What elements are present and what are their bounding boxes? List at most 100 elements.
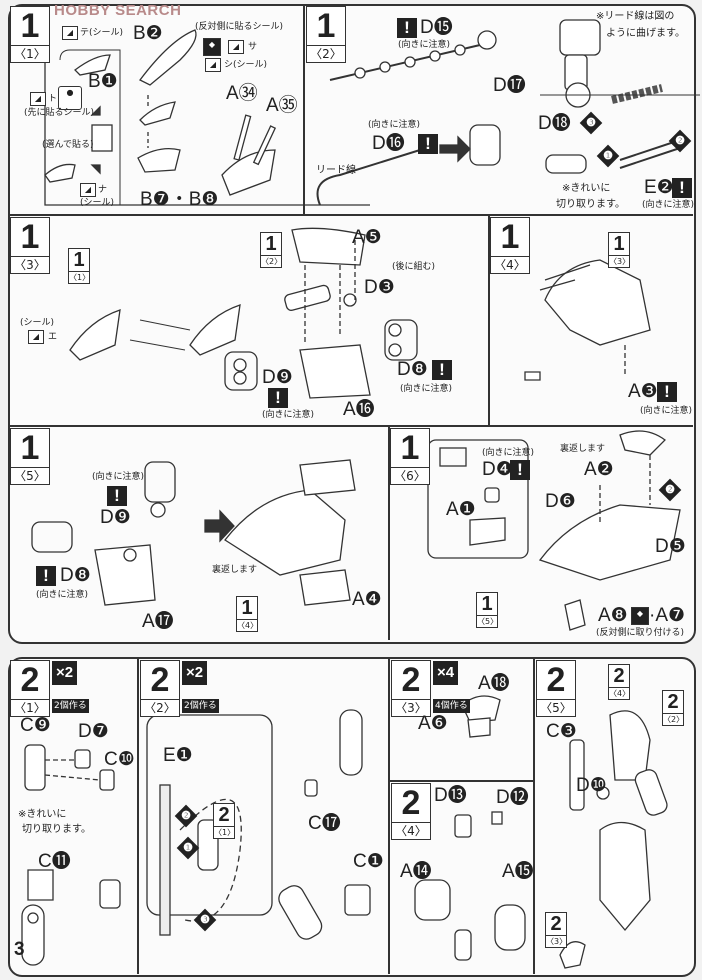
ref-1-3: 1〈3〉 [608,232,630,268]
step-header-2-3: 2〈3〉 [391,660,431,717]
part-d5-label: D❺ [655,536,686,557]
ref-1-1: 1〈1〉 [68,248,90,284]
step-header-1-5: 1〈5〉 [10,428,50,485]
step-sub: 〈5〉 [536,699,576,717]
step-number: 1 [10,6,50,45]
step-number: 1 [306,6,346,45]
step-3-marker: ❸ [579,111,603,135]
make-count-note: 4個作る [433,699,470,713]
caution-icon: ! [657,382,677,402]
sticker-icon: ◢ [30,92,46,106]
part-a18-label: A⓲ [478,673,510,694]
caution-note: (向きに注意) [642,200,695,210]
part-d6-label: D❻ [545,491,576,512]
part-d15-label: D⓯ [420,17,453,38]
step-sub: 〈3〉 [391,699,431,717]
part-a8-label: A❽ [598,605,628,626]
step-sub: 〈1〉 [10,45,50,63]
step-number: 1 [490,217,530,256]
part-a15-label: A⓯ [502,861,534,882]
quantity-badge: ×2 [182,661,208,685]
sticker-icon: ◢ [80,183,96,197]
cut-note: ※きれいに [18,809,67,820]
divider [303,5,305,214]
ref-num: 1 [476,592,498,615]
part-a4-label: A❹ [352,589,382,610]
cut-note-2: 切り取ります。 [556,199,625,210]
section-1-frame [8,4,696,644]
step-num: ❸ [200,914,210,926]
part-c10-label: C❿ [104,749,135,770]
step-sub: 〈1〉 [10,699,50,717]
part-b2-label: B❷ [133,23,163,44]
ref-num: 1 [68,248,90,271]
sticker-sa-label: サ [248,42,258,52]
part-a3-label: A❸ [628,381,658,402]
caution-icon: ! [36,566,56,586]
step-sub: 〈3〉 [10,256,50,274]
part-a7-label: ·A❼ [649,605,686,626]
ref-1-5: 1〈5〉 [476,592,498,628]
step-sub: 〈2〉 [306,45,346,63]
make-count-note: 2個作る [182,699,219,713]
hobby-search-watermark: HOBBY SEARCH [54,2,182,19]
divider [388,426,390,640]
step-header-1-3: 1〈3〉 [10,217,50,274]
part-c17-label: C⓱ [308,813,341,834]
sticker-icon: ◢ [28,330,44,344]
divider [9,214,693,216]
ref-sub: 〈4〉 [236,619,259,632]
step-3-marker: ❸ [193,908,217,932]
opposite-sticker-note: (反対側に貼るシール) [195,22,284,32]
divider [9,425,693,427]
part-e2-label: E❷ [644,177,674,198]
divider [137,658,139,974]
step-header-2-4: 2〈4〉 [391,783,431,840]
quantity-badge: ×4 [433,661,459,685]
step-number: 1 [390,428,430,467]
step-num: ❶ [183,842,193,854]
ref-sub: 〈4〉 [608,687,631,700]
step-num: ❷ [181,810,191,822]
step-sub: 〈5〉 [10,467,50,485]
mirror-icon: ◆ [631,607,649,625]
step-num: ❶ [603,150,613,162]
lead-wire-note: ※リード線は図の [596,11,675,22]
sticker-to-label: ト [48,94,58,104]
ref-sub: 〈1〉 [213,826,236,839]
sticker-e-label: エ [48,332,58,342]
part-d13-label: D⓭ [434,785,467,806]
step-header-1-4: 1〈4〉 [490,217,530,274]
ref-2-4: 2〈4〉 [608,664,630,700]
caution-note: (向きに注意) [482,448,535,458]
step-header-2-2: 2〈2〉 [140,660,180,717]
ref-2-1: 2〈1〉 [213,803,235,839]
part-a2-label: A❷ [584,459,614,480]
ref-1-2: 1〈2〉 [260,232,282,268]
sticker-icon: ◢ [62,26,78,40]
sticker-shi-label: シ(シール) [224,60,268,70]
ref-num: 2 [213,803,235,826]
part-d16-label: D⓰ [372,133,405,154]
sticker-icon: ◢ [205,58,221,72]
caution-icon: ! [432,360,452,380]
part-d8-label: D❽ [397,359,428,380]
make-count-note: 2個作る [52,699,89,713]
ref-num: 2 [608,664,630,687]
ref-2-3: 2〈3〉 [545,912,567,948]
section-2-frame [8,657,696,977]
part-d4-label: D❹ [482,459,513,480]
part-a5-label: A❺ [352,227,382,248]
ref-sub: 〈2〉 [260,255,283,268]
ref-2-2: 2〈2〉 [662,690,684,726]
caution-icon: ! [672,178,692,198]
choose-note: (選んで貼る) [42,140,94,150]
part-e1-label: E❶ [163,745,193,766]
part-a16-label: A⓰ [343,399,375,420]
opposite-note: (反対側に取り付ける) [596,628,685,638]
part-c9-label: C❾ [20,715,51,736]
step-number: 1 [10,428,50,467]
ref-1-4: 1〈4〉 [236,596,258,632]
first-sticker-note: (先に貼るシール) [24,108,95,118]
step-header-1-2: 1〈2〉 [306,6,346,63]
